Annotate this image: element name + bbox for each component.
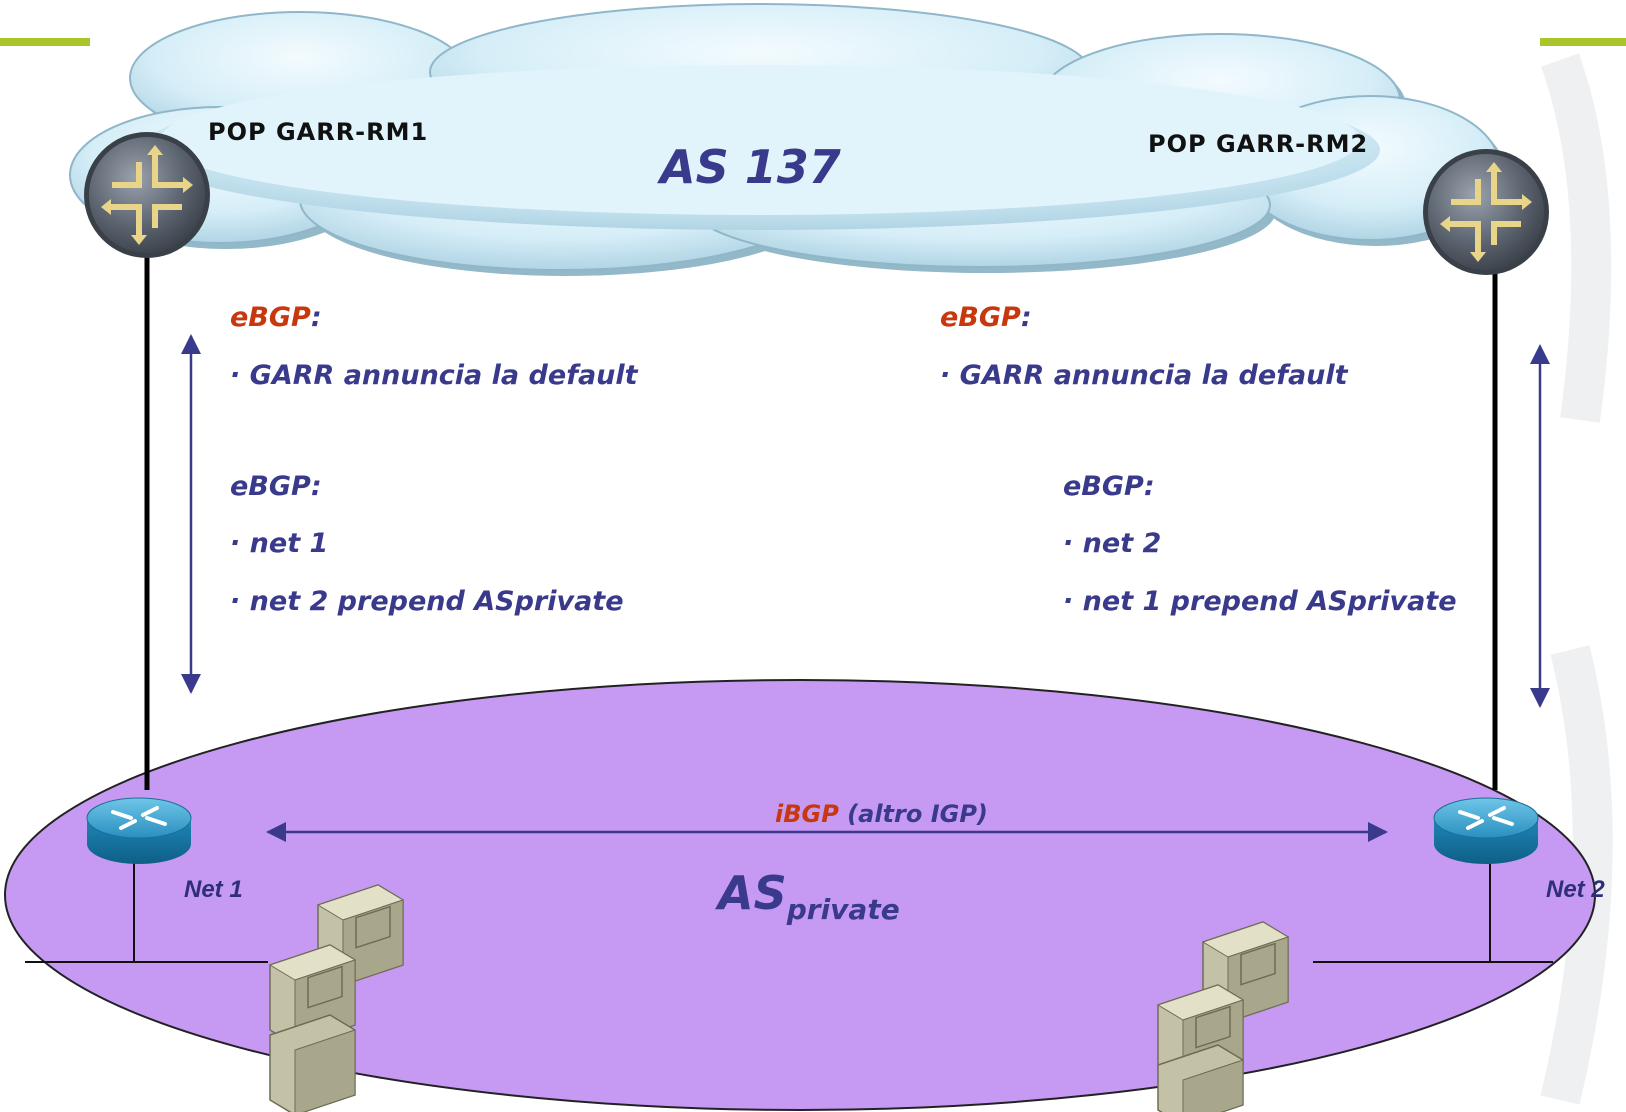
left-prepend-bullet: · net 2 prepend ASprivate [230,586,624,617]
as137-cloud [69,3,1506,276]
router-icon [1423,149,1549,275]
net1-label: Net 1 [184,876,243,903]
right-net-bullet: · net 2 [1063,528,1162,559]
right-ebgp-heading: eBGP: [940,302,1032,333]
ibgp-keyword: iBGP [775,800,839,828]
private-as-sub: private [786,892,900,926]
as137-label: AS 137 [660,140,841,194]
net2-segment [1313,855,1553,963]
pop-label-right: POP GARR-RM2 [1148,130,1369,158]
private-as-main: AS [718,866,787,920]
left-ebgp-colon: : [310,302,322,333]
left-ebgp-keyword: eBGP [230,302,311,333]
right-ebgp-colon: : [1020,302,1032,333]
ibgp-label: iBGP (altro IGP) [775,800,988,828]
server-icon [1156,921,1290,1112]
left-default-bullet: · GARR annuncia la default [230,360,638,391]
right-prepend-bullet: · net 1 prepend ASprivate [1063,586,1457,617]
left-net-bullet: · net 1 [230,528,329,559]
server-icon [268,884,405,1112]
left-ebgp2-heading: eBGP: [230,471,322,502]
right-ebgp2-heading: eBGP: [1063,471,1155,502]
router-icon [86,797,192,864]
left-ebgp-heading: eBGP: [230,302,322,333]
right-default-bullet: · GARR annuncia la default [940,360,1348,391]
slide-accent-lines [0,38,1626,1105]
net2-label: Net 2 [1546,876,1605,903]
pop-label-left: POP GARR-RM1 [208,118,429,146]
router-icon [84,132,210,258]
net1-segment [25,855,268,963]
right-ebgp-keyword: eBGP [940,302,1021,333]
private-as-label: ASprivate [718,866,900,926]
router-icon [1433,797,1539,864]
ibgp-rest: (altro IGP) [838,800,988,828]
